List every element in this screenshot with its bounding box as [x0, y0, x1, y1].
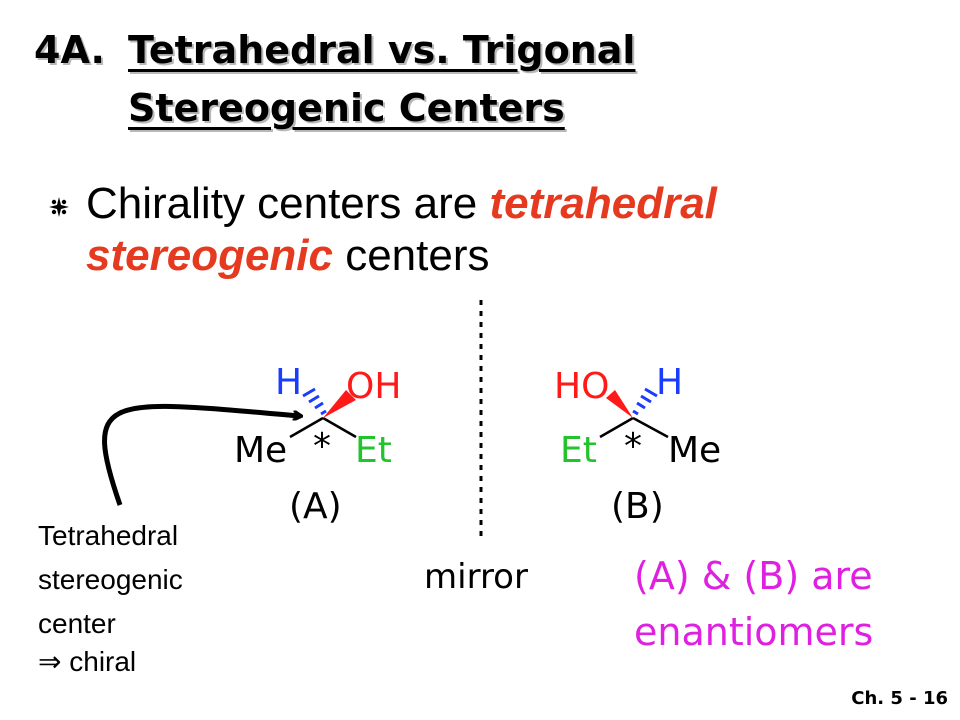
title-line-2: Stereogenic Centers: [128, 86, 565, 130]
molecule-b-bonds: [599, 387, 669, 439]
conclusion-line-2: enantiomers: [634, 610, 874, 654]
molecule-a-bonds: [289, 387, 357, 439]
mol-b-me: Me: [668, 430, 721, 471]
side-note-line-4: ⇒ chiral: [38, 646, 137, 677]
side-note-line-1: Tetrahedral: [38, 520, 179, 551]
diamond-bullet-icon: [49, 197, 69, 217]
conclusion-text: (A) & (B) are enantiomers: [634, 548, 873, 660]
bullet-emphasis-tetrahedral: tetrahedral: [489, 179, 717, 228]
mol-a-me: Me: [234, 430, 287, 471]
bullet-text: Chirality centers are tetrahedral stereo…: [86, 178, 717, 282]
curved-arrow: [102, 403, 300, 506]
mol-a-et: Et: [355, 430, 392, 471]
title-line-1: Tetrahedral vs. Trigonal: [128, 28, 636, 72]
mol-b-star: *: [624, 426, 642, 467]
bullet-emphasis-stereogenic: stereogenic: [86, 231, 333, 280]
mol-b-h: H: [656, 362, 683, 403]
side-note-line-3: center: [38, 608, 116, 639]
mirror-label: mirror: [424, 557, 528, 597]
bullet-text-after: centers: [332, 231, 490, 280]
slide-number: Ch. 5 - 16: [851, 688, 948, 709]
mol-b-et: Et: [560, 430, 597, 471]
side-note-line-2: stereogenic: [38, 564, 183, 595]
mol-a-star: *: [313, 426, 331, 467]
mol-a-label: (A): [289, 486, 342, 527]
mol-a-oh: OH: [346, 366, 401, 407]
bullet-text-before: Chirality centers are: [86, 179, 490, 228]
mol-b-ho: HO: [554, 366, 609, 407]
section-number: 4A.: [34, 28, 105, 72]
side-note: Tetrahedral stereogenic center ⇒ chiral: [38, 514, 183, 684]
conclusion-line-1: (A) & (B) are: [634, 554, 873, 598]
mol-a-h: H: [275, 362, 302, 403]
mol-b-label: (B): [611, 486, 664, 527]
